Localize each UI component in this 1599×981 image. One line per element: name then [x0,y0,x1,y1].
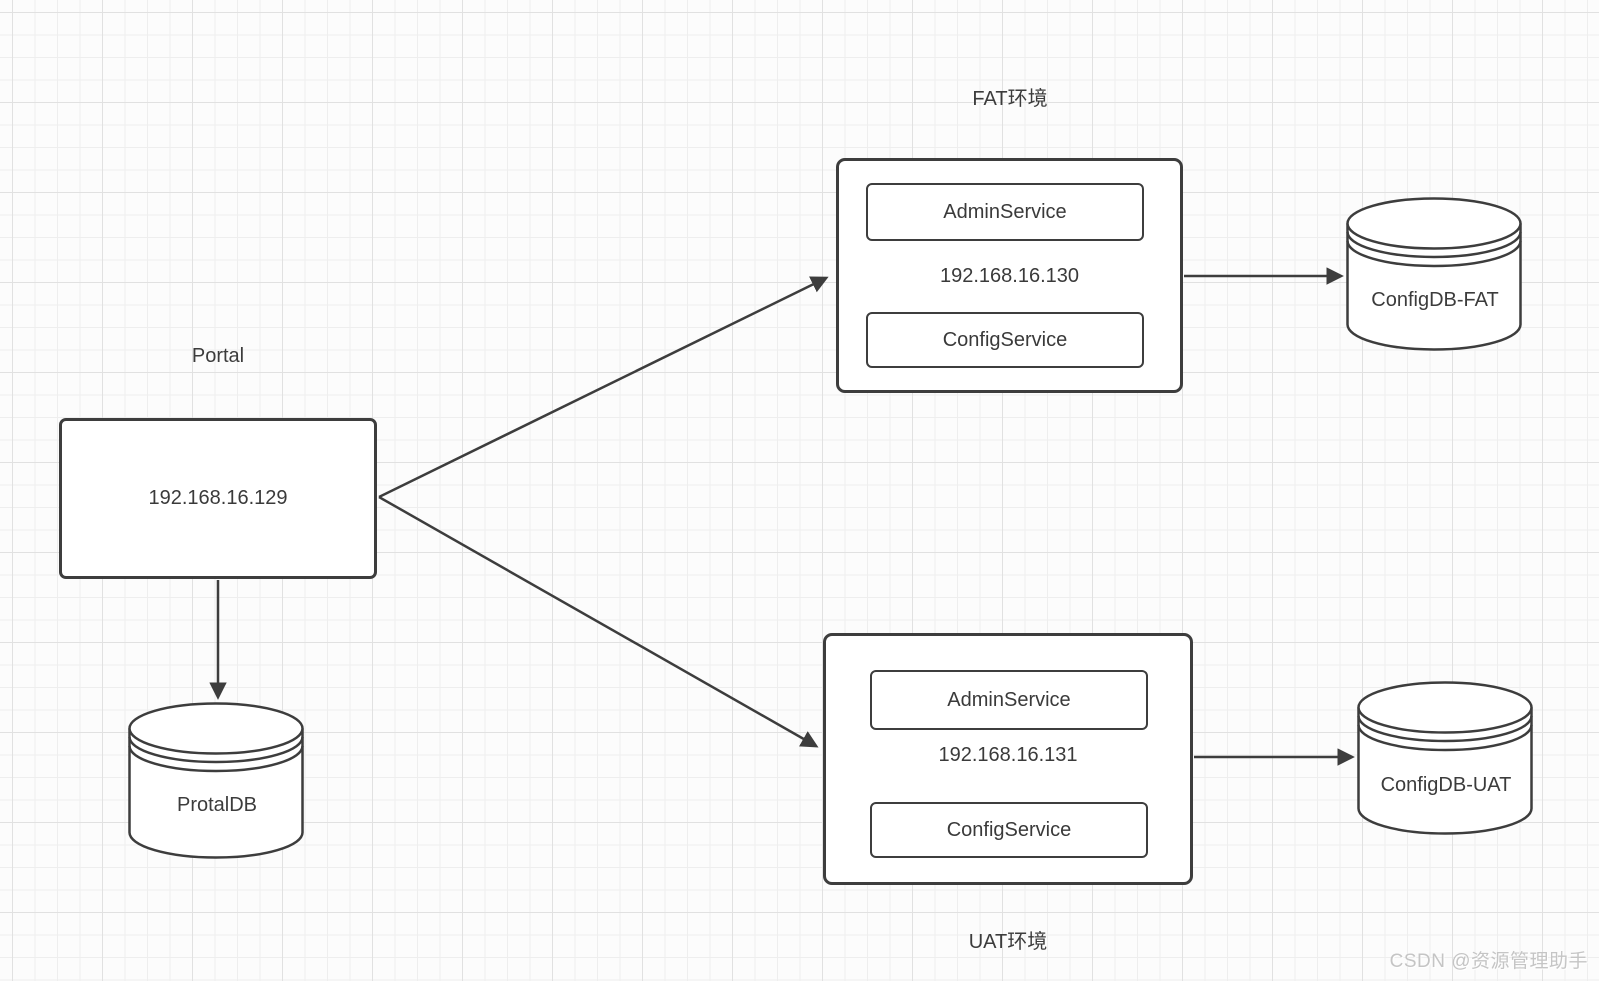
uat-admin-service-label: AdminService [947,688,1071,711]
watermark: CSDN @资源管理助手 [1389,951,1588,972]
fat-env-title: FAT环境 [972,88,1048,110]
configdb-fat-label: ConfigDB-FAT [1371,289,1499,311]
portal-title: Portal [191,345,245,367]
configdb-uat-label: ConfigDB-UAT [1380,774,1512,796]
uat-config-service-label: ConfigService [946,818,1072,841]
arrow-portal-to-fat [378,276,829,499]
portal-ip: 192.168.16.129 [148,487,288,509]
uat-env-group: AdminService 192.168.16.131 ConfigServic… [823,633,1193,885]
uat-env-ip: 192.168.16.131 [938,744,1078,766]
fat-env-ip: 192.168.16.130 [939,265,1080,287]
uat-config-service-node: ConfigService [870,802,1148,858]
portal-node: 192.168.16.129 [59,418,377,579]
configdb-uat-cylinder [1357,681,1533,835]
arrow-portal-to-uat [378,495,819,748]
portal-db-label: ProtalDB [176,794,258,816]
fat-env-group: AdminService 192.168.16.130 ConfigServic… [836,158,1183,393]
fat-config-service-label: ConfigService [942,328,1068,351]
fat-admin-service-node: AdminService [866,183,1144,241]
portal-db-cylinder [128,702,304,859]
uat-admin-service-node: AdminService [870,670,1148,730]
fat-config-service-node: ConfigService [866,312,1144,368]
configdb-fat-cylinder [1346,197,1522,351]
uat-env-title: UAT环境 [968,931,1048,953]
fat-admin-service-label: AdminService [943,200,1067,223]
